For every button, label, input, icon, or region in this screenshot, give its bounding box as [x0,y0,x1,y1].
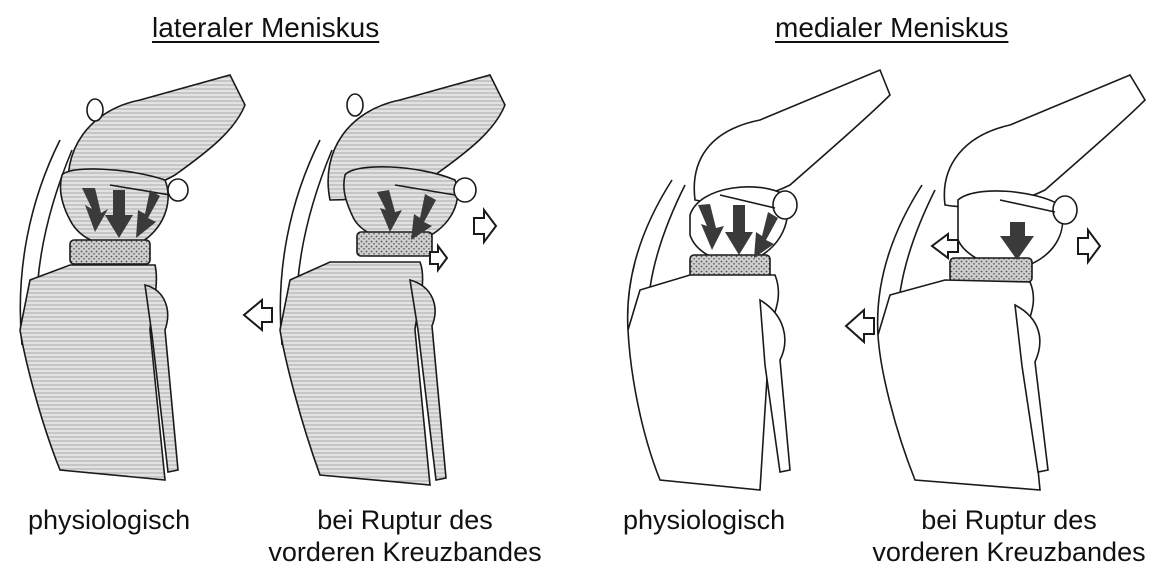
caption-lateral-rupture-line1: bei Ruptur des [250,505,560,537]
knee-medial-physiological [628,70,890,490]
caption-medial-rupture: bei Ruptur des vorderen Kreuzbandes [850,505,1168,569]
caption-medial-rupture-line1: bei Ruptur des [850,505,1168,537]
caption-lateral-rupture-line2: vorderen Kreuzbandes [250,537,560,569]
knee-lateral-physiological [20,75,245,480]
caption-lateral-physiological: physiologisch [28,505,190,537]
knee-medial-rupture [878,75,1145,490]
knee-diagram-illustration [0,0,1168,500]
caption-medial-rupture-line2: vorderen Kreuzbandes [850,537,1168,569]
caption-medial-physiological: physiologisch [623,505,785,537]
knee-lateral-rupture [280,75,505,485]
caption-lateral-rupture: bei Ruptur des vorderen Kreuzbandes [250,505,560,569]
